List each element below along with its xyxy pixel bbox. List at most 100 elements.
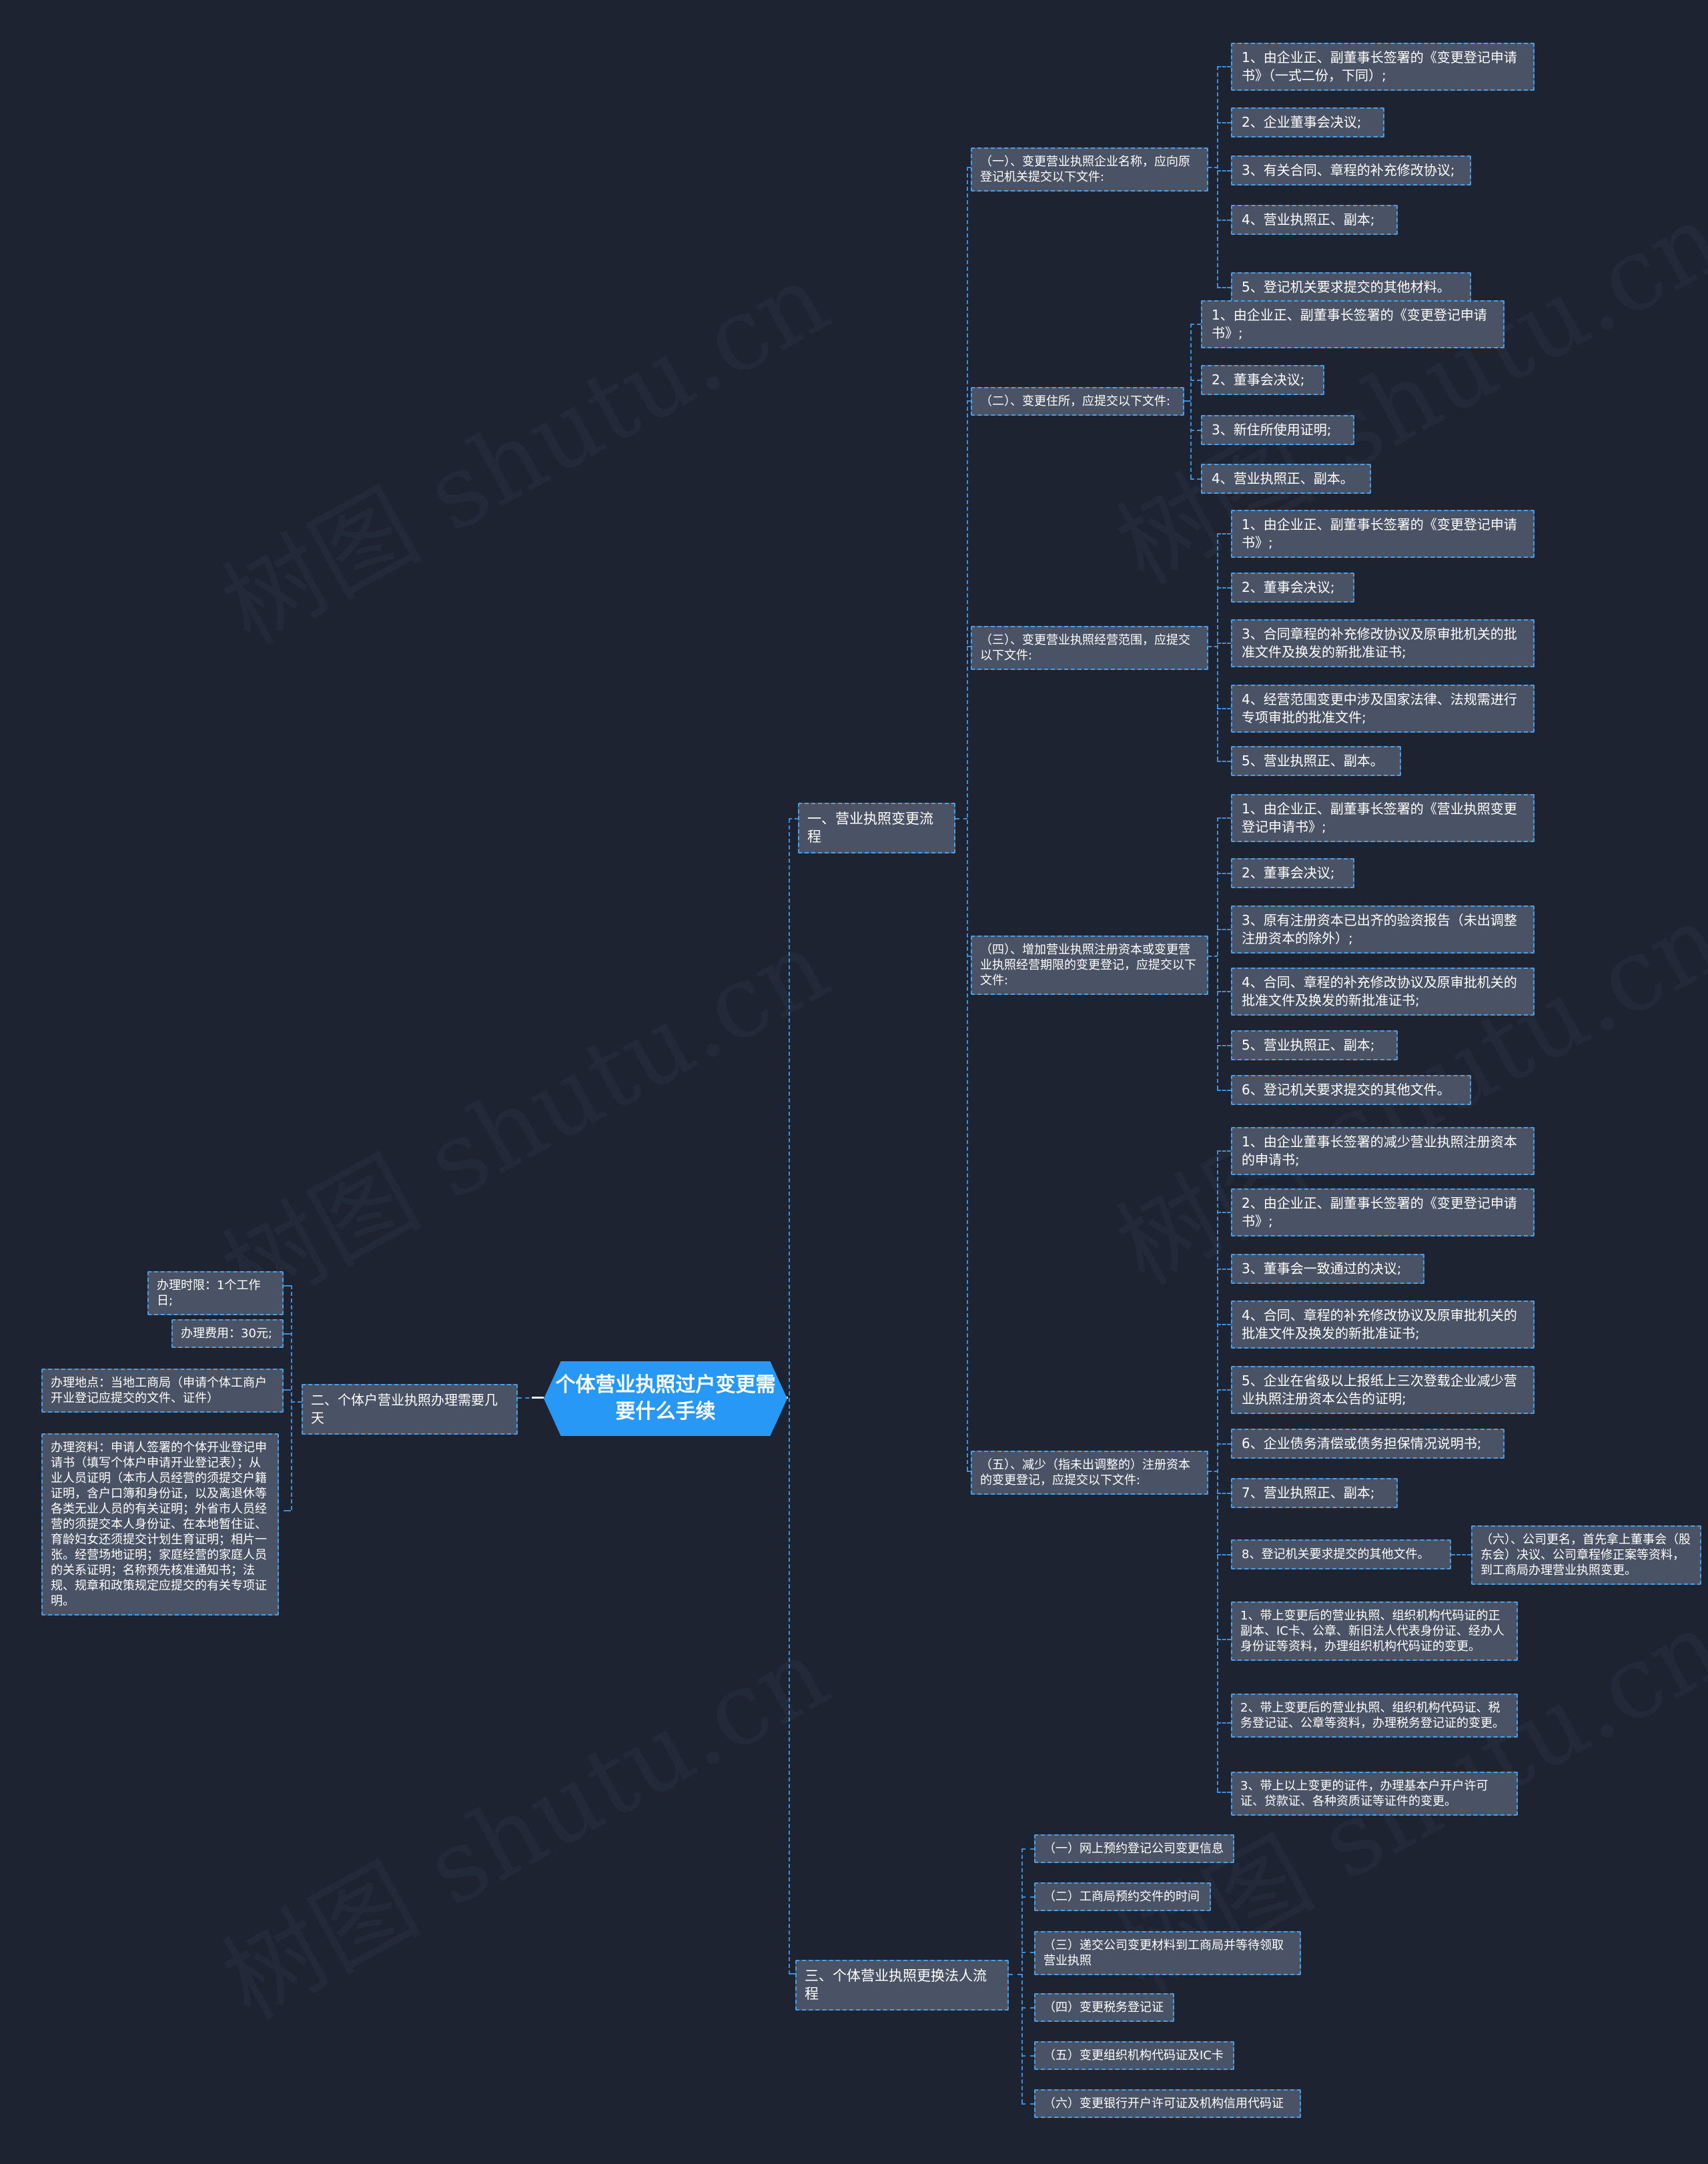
- node-s3-item[interactable]: 5、营业执照正、副本。: [1231, 746, 1401, 776]
- node-s5-item[interactable]: 2、由企业正、副董事长签署的《变更登记申请书》;: [1231, 1188, 1535, 1236]
- node-s1-item[interactable]: 1、由企业正、副董事长签署的《变更登记申请书》（一式二份，下同）;: [1231, 43, 1535, 91]
- connector-line: [1217, 1389, 1231, 1391]
- connector-line: [1208, 646, 1218, 647]
- node-b2-materials[interactable]: 办理资料：申请人签署的个体开业登记申请书（填写个体户申请开业登记表）；从业人员证…: [41, 1433, 279, 1615]
- node-s1-item[interactable]: 2、企业董事会决议;: [1231, 107, 1384, 137]
- connector-line: [1217, 991, 1231, 992]
- section-label-5[interactable]: （五）、减少（指未出调整的）注册资本的变更登记，应提交以下文件:: [971, 1451, 1208, 1495]
- connector-line: [1021, 1848, 1023, 2103]
- connector-line: [955, 818, 967, 819]
- connector-line: [1217, 929, 1231, 930]
- connector-line: [1184, 400, 1191, 402]
- node-s2-item[interactable]: 1、由企业正、副董事长签署的《变更登记申请书》;: [1201, 300, 1505, 348]
- node-s3-item[interactable]: 3、合同章程的补充修改协议及原审批机关的批准文件及换发的新批准证书;: [1231, 619, 1535, 667]
- node-b3-item[interactable]: （六）变更银行开户许可证及机构信用代码证: [1034, 2089, 1301, 2118]
- branch-node-3[interactable]: 三、个体营业执照更换法人流程: [795, 1960, 1009, 2011]
- connector-line: [1217, 66, 1231, 67]
- node-step-orgcode[interactable]: 1、带上变更后的营业执照、组织机构代码证的正副本、IC卡、公章、新旧法人代表身份…: [1231, 1601, 1518, 1661]
- node-s5-item[interactable]: 3、董事会一致通过的决议;: [1231, 1254, 1424, 1284]
- node-b3-item[interactable]: （二）工商局预约交件的时间: [1034, 1882, 1211, 1911]
- section-label-3[interactable]: （三）、变更营业执照经营范围，应提交以下文件:: [971, 626, 1208, 670]
- connector-line: [291, 1285, 292, 1510]
- node-s2-item[interactable]: 3、新住所使用证明;: [1201, 415, 1354, 445]
- node-s2-item[interactable]: 2、董事会决议;: [1201, 365, 1324, 395]
- node-s5-item[interactable]: 1、由企业董事长签署的减少营业执照注册资本的申请书;: [1231, 1127, 1535, 1175]
- node-s4-item[interactable]: 4、合同、章程的补充修改协议及原审批机关的批准文件及换发的新批准证书;: [1231, 968, 1535, 1016]
- node-s1-item[interactable]: 4、营业执照正、副本;: [1231, 205, 1398, 235]
- connector-line: [967, 400, 971, 402]
- root-node[interactable]: 个体营业执照过户变更需要什么手续: [544, 1361, 787, 1436]
- connector-line: [967, 646, 971, 647]
- connector-line: [1217, 1554, 1231, 1555]
- connector-line: [1217, 1493, 1231, 1494]
- connector-line: [1009, 1974, 1021, 1975]
- node-s4-item[interactable]: 2、董事会决议;: [1231, 858, 1354, 888]
- branch-node-2[interactable]: 二、个体户营业执照办理需要几天: [302, 1384, 518, 1435]
- watermark: 树图 shutu.cn: [205, 241, 847, 667]
- branch-node-1[interactable]: 一、营业执照变更流程: [798, 803, 955, 853]
- node-b2-time[interactable]: 办理时限：1个工作日;: [147, 1271, 284, 1315]
- connector-line: [967, 1471, 971, 1472]
- node-s5-item[interactable]: 4、合同、章程的补充修改协议及原审批机关的批准文件及换发的新批准证书;: [1231, 1301, 1535, 1349]
- node-b3-item[interactable]: （三）递交公司变更材料到工商局并等待领取营业执照: [1034, 1931, 1301, 1975]
- connector-line: [1190, 430, 1201, 431]
- watermark: 树图 shutu.cn: [205, 908, 847, 1335]
- connector-line: [1217, 533, 1231, 534]
- node-s3-item[interactable]: 4、经营范围变更中涉及国家法律、法规需进行专项审批的批准文件;: [1231, 685, 1535, 733]
- node-s5-item[interactable]: 6、企业债务清偿或债务担保情况说明书;: [1231, 1429, 1505, 1459]
- connector-line: [1217, 1443, 1231, 1445]
- connector-line: [1021, 2055, 1034, 2057]
- node-s1-item[interactable]: 3、有关合同、章程的补充修改协议;: [1231, 155, 1471, 186]
- connector-line: [1190, 478, 1201, 480]
- connector-line: [1021, 2103, 1034, 2105]
- connector-line: [789, 1973, 797, 1974]
- connector-line: [1217, 1150, 1231, 1152]
- connector-line: [1217, 587, 1231, 589]
- connector-line: [1217, 1212, 1231, 1213]
- connector-line: [1021, 1952, 1034, 1953]
- node-s4-item[interactable]: 6、登记机关要求提交的其他文件。: [1231, 1075, 1471, 1105]
- connector-line: [1217, 1722, 1231, 1724]
- connector-line: [284, 1285, 291, 1287]
- node-s4-item[interactable]: 3、原有注册资本已出齐的验资报告（未出调整注册资本的除外）;: [1231, 906, 1535, 954]
- connector-line: [1217, 122, 1231, 123]
- node-s1-item[interactable]: 5、登记机关要求提交的其他材料。: [1231, 272, 1471, 302]
- section-label-1[interactable]: （一）、变更营业执照企业名称，应向原登记机关提交以下文件:: [971, 147, 1208, 192]
- connector-line: [1190, 324, 1192, 478]
- connector-line: [1217, 817, 1231, 819]
- connector-line: [1217, 1639, 1231, 1640]
- connector-line: [1217, 1792, 1231, 1793]
- node-b2-place[interactable]: 办理地点：当地工商局（申请个体工商户开业登记应提交的文件、证件）: [41, 1369, 284, 1413]
- section-label-4[interactable]: （四）、增加营业执照注册资本或变更营业执照经营期限的变更登记，应提交以下文件:: [971, 936, 1208, 995]
- node-s5-item[interactable]: 8、登记机关要求提交的其他文件。: [1231, 1539, 1451, 1569]
- node-b3-item[interactable]: （四）变更税务登记证: [1034, 1993, 1174, 2022]
- connector-line: [1208, 167, 1218, 168]
- connector-line: [1217, 170, 1231, 171]
- connector-line: [1217, 708, 1231, 709]
- node-s3-item[interactable]: 1、由企业正、副董事长签署的《变更登记申请书》;: [1231, 510, 1535, 558]
- node-b3-item[interactable]: （五）变更组织机构代码证及IC卡: [1034, 2041, 1234, 2070]
- node-step-tax[interactable]: 2、带上变更后的营业执照、组织机构代码证、税务登记证、公章等资料，办理税务登记证…: [1231, 1694, 1518, 1738]
- connector-line: [1190, 324, 1201, 325]
- section-label-2[interactable]: （二）、变更住所，应提交以下文件:: [971, 387, 1184, 416]
- connector-line: [1217, 1090, 1231, 1091]
- connector-line: [1217, 817, 1218, 1090]
- connector-line: [1021, 1896, 1034, 1898]
- connector-line: [291, 1401, 302, 1403]
- node-s5-item[interactable]: 7、营业执照正、副本;: [1231, 1478, 1398, 1508]
- connector-line: [284, 1389, 291, 1391]
- connector-line: [1021, 2007, 1034, 2009]
- node-s4-item[interactable]: 1、由企业正、副董事长签署的《营业执照变更登记申请书》;: [1231, 794, 1535, 842]
- connector-line: [1217, 533, 1218, 761]
- node-s2-item[interactable]: 4、营业执照正、副本。: [1201, 464, 1371, 494]
- connector-line: [967, 167, 968, 1471]
- connector-line: [284, 1333, 291, 1335]
- node-s3-item[interactable]: 2、董事会决议;: [1231, 573, 1354, 603]
- node-s5-item[interactable]: 5、企业在省级以上报纸上三次登载企业减少营业执照注册资本公告的证明;: [1231, 1366, 1535, 1414]
- node-b2-fee[interactable]: 办理费用：30元;: [171, 1319, 284, 1348]
- node-s6-rename[interactable]: （六）、公司更名，首先拿上董事会（股东会）决议、公司章程修正案等资料，到工商局办…: [1471, 1525, 1701, 1585]
- node-s4-item[interactable]: 5、营业执照正、副本;: [1231, 1030, 1398, 1060]
- node-step-bank[interactable]: 3、带上以上变更的证件，办理基本户开户许可证、贷款证、各种资质证等证件的变更。: [1231, 1772, 1518, 1816]
- node-b3-item[interactable]: （一）网上预约登记公司变更信息: [1034, 1834, 1234, 1863]
